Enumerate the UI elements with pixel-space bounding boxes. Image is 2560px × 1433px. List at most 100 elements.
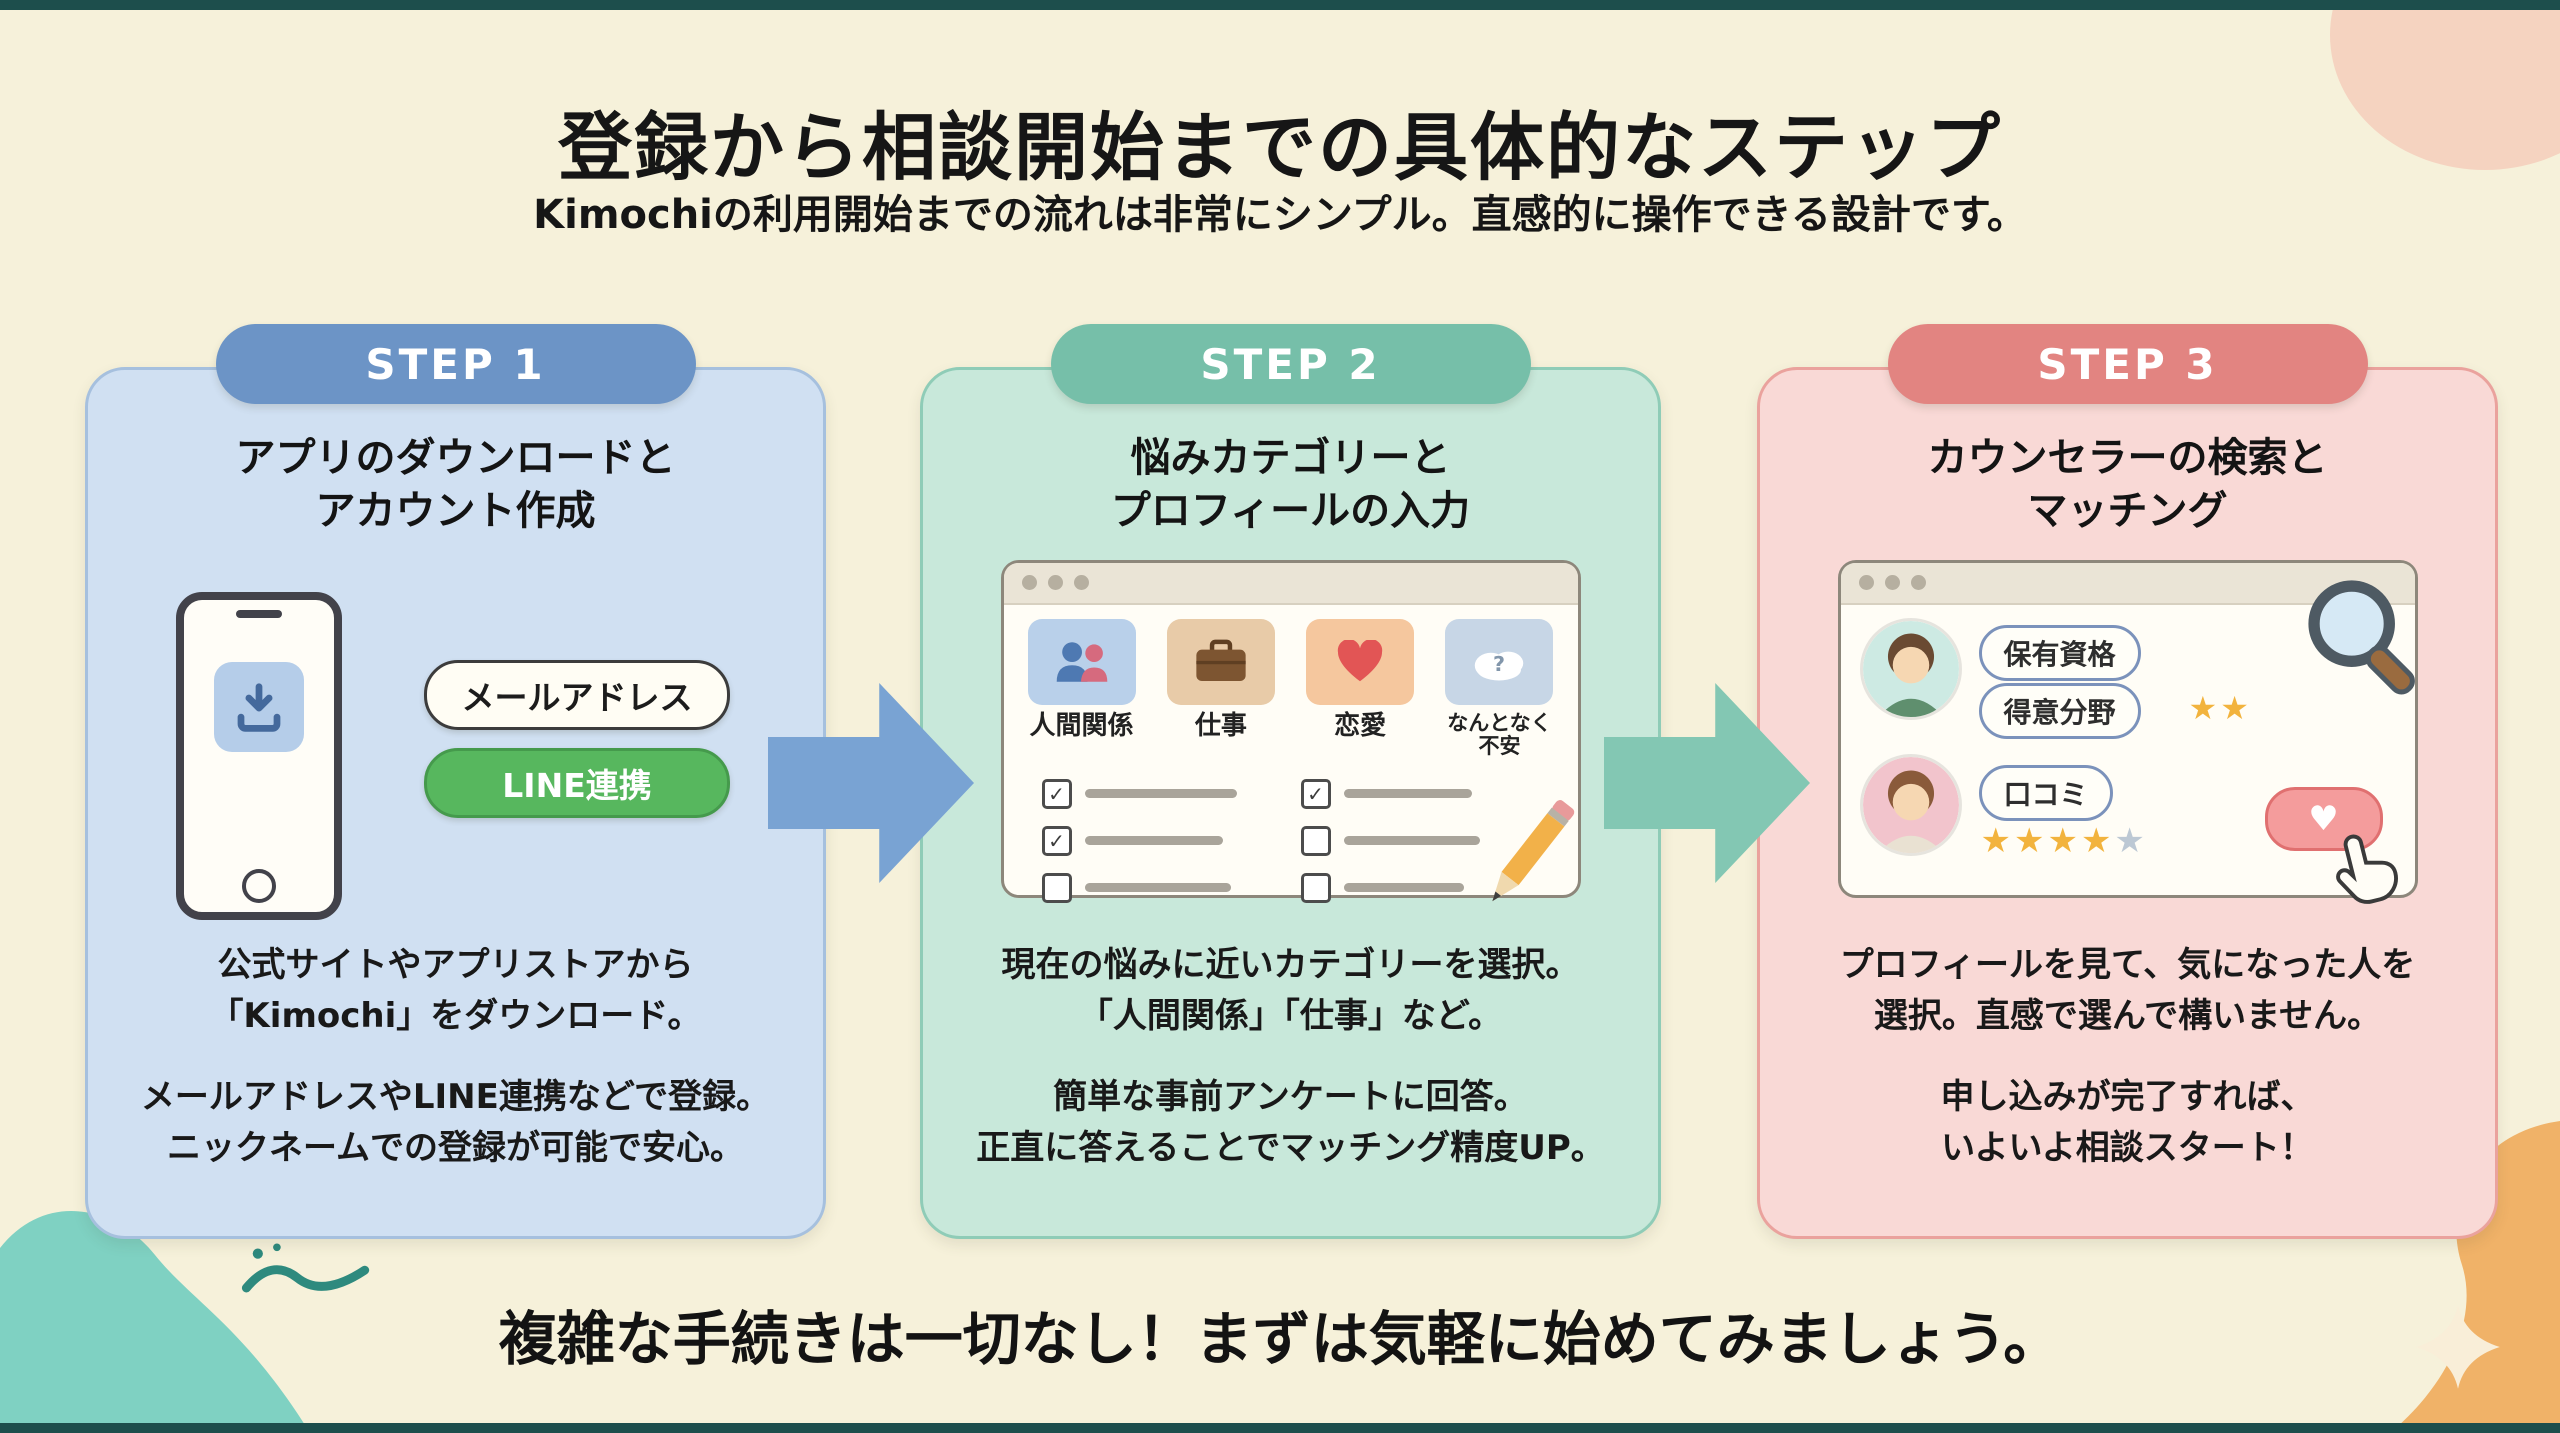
- specialty-badge: 得意分野: [1978, 682, 2141, 739]
- review-badge: 口コミ: [1978, 764, 2113, 821]
- checklist-line: [1084, 883, 1231, 893]
- browser-dot: [1047, 575, 1063, 591]
- step1-description-1: 公式サイトやアプリストアから 「Kimochi」をダウンロード。: [88, 940, 823, 1042]
- step2-description-1: 現在の悩みに近いカテゴリーを選択。 「人間関係」「仕事」など。: [923, 940, 1658, 1042]
- magnifier-icon: [2307, 580, 2415, 695]
- step2-desc1-line2: 「人間関係」「仕事」など。: [1078, 995, 1503, 1036]
- checklist-row: [1300, 872, 1480, 903]
- step1-title-line1: アプリのダウンロードと: [235, 435, 676, 481]
- line-link-button: LINE連携: [424, 747, 730, 818]
- category-tile-love: 恋愛: [1296, 618, 1424, 741]
- step-card-3: STEP 3 カウンセラーの検索と マッチング: [1757, 324, 2498, 1239]
- phone-home-button: [242, 868, 276, 903]
- stars-empty: ★: [2114, 820, 2148, 861]
- step2-desc2-line1: 簡単な事前アンケートに回答。: [1053, 1076, 1528, 1117]
- favorite-button: ♥: [2264, 786, 2383, 851]
- checklist-row: [1300, 778, 1480, 809]
- counselor-avatar-1: [1862, 620, 1959, 717]
- step3-desc1-line2: 選択。直感で選んで構いません。: [1873, 995, 2382, 1036]
- download-icon: [237, 682, 281, 732]
- category-browser-mockup: 人間関係 仕事: [1000, 559, 1581, 903]
- checkbox-checked-icon: [1041, 825, 1072, 856]
- phone-speaker: [236, 609, 282, 618]
- step-card-1: STEP 1 アプリのダウンロードと アカウント作成 メールアドレス LINE連…: [85, 324, 826, 1239]
- counselor-avatar-2: [1862, 756, 1959, 853]
- step3-description-1: プロフィールを見て、気になった人を 選択。直感で選んで構いません。: [1760, 940, 2495, 1042]
- step1-badge: STEP 1: [215, 324, 696, 404]
- step1-desc2-line2: ニックネームでの登録が可能で安心。: [167, 1127, 744, 1168]
- step2-title-line2: プロフィールの入力: [1110, 487, 1471, 534]
- checklist-line: [1343, 836, 1480, 846]
- sparkle-icon: [2416, 1305, 2500, 1389]
- counselor-browser-mockup: 保有資格 得意分野 ★★ 口: [1837, 559, 2418, 904]
- step3-desc2-line2: いよいよ相談スタート！: [1941, 1127, 2314, 1168]
- svg-text:?: ?: [1493, 652, 1505, 676]
- checkbox-empty-icon: [1041, 872, 1072, 903]
- step2-title: 悩みカテゴリーと プロフィールの入力: [923, 432, 1658, 538]
- browser-dot: [1858, 575, 1874, 591]
- checklist-row: [1041, 825, 1237, 856]
- browser-dot: [1910, 575, 1926, 591]
- step-card-2: STEP 2 悩みカテゴリーと プロフィールの入力: [920, 324, 1661, 1239]
- category-tile-anxious: ? なんとなく不安: [1435, 618, 1563, 759]
- checkbox-checked-icon: [1041, 778, 1072, 809]
- stars-filled: ★★★★: [1980, 820, 2115, 861]
- orange-corner-blob: [2390, 1121, 2560, 1433]
- step3-badge: STEP 3: [1887, 324, 2368, 404]
- top-edge-bar: [0, 0, 2560, 10]
- category-label: 仕事: [1194, 710, 1247, 741]
- category-label: なんとなく不安: [1447, 710, 1552, 759]
- checklist-column: [1041, 778, 1237, 903]
- step2-desc2-line2: 正直に答えることでマッチング精度UP。: [976, 1127, 1605, 1168]
- browser-dot: [1073, 575, 1089, 591]
- step3-illustration: 保有資格 得意分野 ★★ 口: [1760, 554, 2495, 926]
- bottom-edge-bar: [0, 1423, 2560, 1433]
- step2-title-line1: 悩みカテゴリーと: [1130, 435, 1451, 481]
- step1-desc2-line1: メールアドレスやLINE連携などで登録。: [140, 1076, 771, 1117]
- briefcase-icon: [1166, 618, 1275, 705]
- download-tile: [214, 661, 304, 752]
- checkbox-empty-icon: [1300, 825, 1331, 856]
- qualification-badge: 保有資格: [1978, 624, 2141, 681]
- category-label: 恋愛: [1334, 710, 1387, 741]
- page-title: 登録から相談開始までの具体的なステップ: [558, 104, 2002, 191]
- pencil-icon: [1491, 799, 1574, 901]
- step2-description-2: 簡単な事前アンケートに回答。 正直に答えることでマッチング精度UP。: [923, 1072, 1658, 1174]
- checklist-row: [1041, 778, 1237, 809]
- teal-corner-blob: [0, 1210, 310, 1433]
- hand-cursor-icon: [2335, 834, 2398, 904]
- step3-desc1-line1: プロフィールを見て、気になった人を: [1839, 944, 2416, 985]
- step3-title-line2: マッチング: [2027, 487, 2228, 534]
- checklist-column: [1300, 778, 1480, 903]
- checklist-row: [1300, 825, 1480, 856]
- browser-dot: [1884, 575, 1900, 591]
- step1-description-2: メールアドレスやLINE連携などで登録。 ニックネームでの登録が可能で安心。: [88, 1072, 823, 1174]
- squiggle-icon: [241, 1243, 370, 1293]
- checklist-line: [1343, 789, 1472, 799]
- step3-title: カウンセラーの検索と マッチング: [1760, 432, 2495, 538]
- checkbox-checked-icon: [1300, 778, 1331, 809]
- survey-checklist: [1004, 759, 1578, 903]
- category-tile-work: 仕事: [1157, 618, 1285, 741]
- email-register-button: メールアドレス: [424, 659, 730, 730]
- browser-titlebar: [1003, 562, 1578, 605]
- star-rating: ★★: [2188, 688, 2252, 727]
- star-rating: ★★★★★: [1981, 821, 2148, 861]
- heart-icon: [1306, 618, 1415, 705]
- browser-dot: [1021, 575, 1037, 591]
- footer-tagline: 複雑な手続きは一切なし！まずは気軽に始めてみましょう。: [498, 1305, 2062, 1373]
- step2-illustration: 人間関係 仕事: [923, 554, 1658, 926]
- step2-badge: STEP 2: [1050, 324, 1531, 404]
- smartphone-illustration: [176, 591, 342, 920]
- step2-desc1-line1: 現在の悩みに近いカテゴリーを選択。: [1001, 944, 1580, 985]
- checklist-row: [1041, 872, 1237, 903]
- cloud-question-icon: ?: [1445, 618, 1554, 705]
- checkbox-empty-icon: [1300, 872, 1331, 903]
- category-label: 人間関係: [1029, 710, 1134, 741]
- step1-illustration: メールアドレス LINE連携: [88, 554, 823, 926]
- step1-title: アプリのダウンロードと アカウント作成: [88, 432, 823, 538]
- checklist-line: [1084, 836, 1223, 846]
- step1-title-line2: アカウント作成: [315, 487, 596, 534]
- category-tiles: 人間関係 仕事: [1004, 605, 1578, 759]
